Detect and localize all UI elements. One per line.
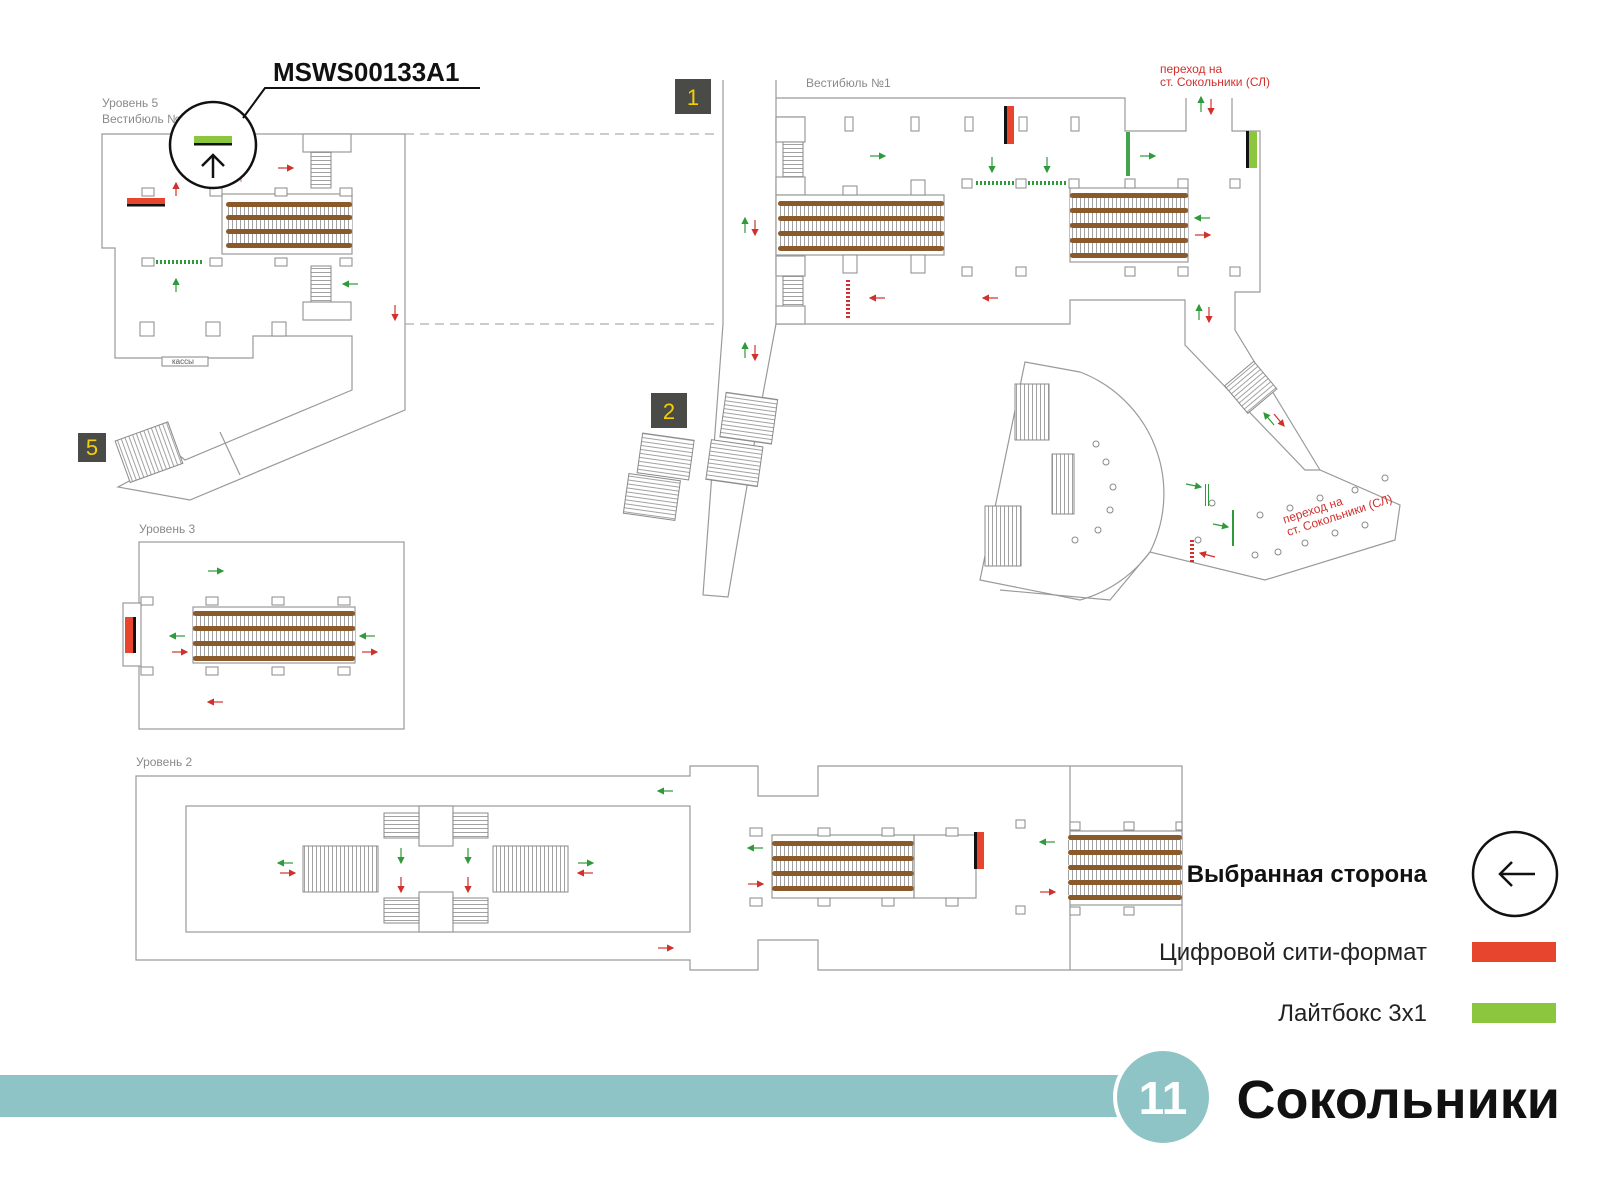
legend-digital-city-label: Цифровой сити-формат [1159,939,1427,966]
svg-text:1: 1 [687,85,699,110]
svg-text:5: 5 [86,435,98,460]
escalator-level3 [192,606,356,664]
escalator-level5 [226,202,352,248]
transfer-note-top-line2: ст. Сокольники (СЛ) [1160,75,1270,89]
arrow-up-icon [201,153,225,178]
transfer-note-top-line1: переход на [1160,62,1222,76]
line-number-badge [1113,1047,1213,1147]
legend-lightbox-swatch [1472,1003,1556,1023]
level-5-label: Уровень 5 [102,96,159,110]
legend-lightbox-label: Лайтбокс 3x1 [1278,1000,1427,1027]
legend-selected-side-label: Выбранная сторона [1187,861,1428,888]
escalator-vestibule-left [775,194,945,256]
level-5-vestibule-label: Вестибюль № [102,112,180,126]
level-5-plan: Уровень 5 Вестибюль № кассы [101,57,720,501]
ad-code-label: MSWS00133A1 [273,57,459,87]
line-bar [0,1075,1125,1117]
legend-digital-city-swatch [1472,942,1556,962]
level-3-plan: Уровень 3 [122,522,405,730]
station-footer: 11 Сокольники [0,1047,1560,1147]
entrance-5-marker: 5 [78,433,106,462]
escalator-level2-center [771,834,915,899]
entrance-1-marker: 1 [675,79,711,114]
escalator-vestibule-right [1069,187,1189,263]
legend: Выбранная сторона Цифровой сити-формат Л… [1159,830,1559,1027]
level-3-label: Уровень 3 [139,522,196,536]
level-2-plan: Уровень 2 [135,755,1183,971]
station-name: Сокольники [1237,1070,1560,1130]
vestibule-1-plan: Вестибюль №1 [622,62,1401,601]
escalator-level2-right [1068,830,1183,906]
cashier-label: кассы [172,357,194,366]
arrow-left-icon [1498,861,1535,887]
vestibule-1-label: Вестибюль №1 [806,76,891,90]
level-2-label: Уровень 2 [136,755,193,769]
line-number: 11 [1139,1072,1188,1124]
svg-text:2: 2 [663,399,675,424]
entrance-2-marker: 2 [651,393,687,428]
